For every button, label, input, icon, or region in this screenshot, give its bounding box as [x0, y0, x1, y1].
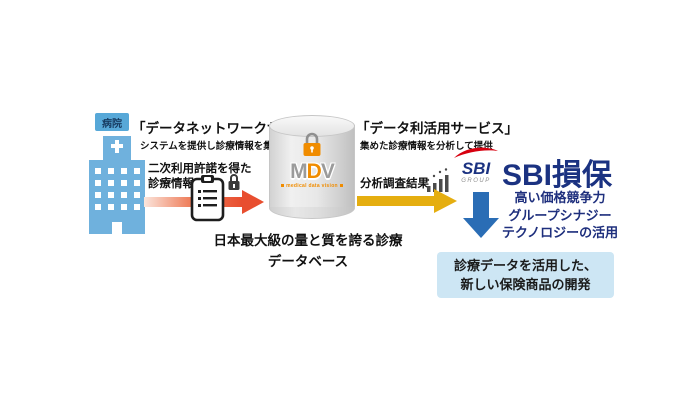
hospital-cross-icon [111, 144, 123, 148]
yellow-flow-arrow [357, 189, 457, 213]
outcome-line1: 診療データを活用した、 [453, 258, 597, 273]
mdv-logo-subtitle: medical data vision [269, 184, 355, 189]
mdv-logo-letters: MDV [290, 160, 335, 183]
hospital-door [112, 222, 122, 234]
strength-item: グループシナジー [508, 207, 612, 223]
analysis-result-label: 分析調査結果 [360, 178, 429, 190]
sbi-logo-text: SBI [461, 159, 491, 178]
strength-item: 高い価格競争力 [514, 190, 606, 205]
mdv-logo: MDV medical data vision [269, 161, 355, 189]
sbi-strengths-list: 高い価格競争力 グループシナジー テクノロジーの活用 [498, 189, 622, 242]
cylinder-top [269, 115, 355, 137]
database-caption-line2: データベース [267, 254, 349, 269]
usage-service-subtitle: 集めた診療情報を分析して提供 [360, 141, 493, 152]
database-lock-icon [303, 132, 321, 156]
sbi-logo-group-text: GROUP [461, 178, 491, 184]
sbi-swoosh-icon [454, 147, 498, 158]
outcome-line2: 新しい保険商品の開発 [460, 277, 591, 292]
hospital-tower [103, 136, 131, 160]
usage-service-title: 「データ利活用サービス」 [356, 121, 518, 136]
outcome-box: 診療データを活用した、 新しい保険商品の開発 [437, 252, 614, 298]
secondary-use-label-line2: 診療情報 [148, 178, 194, 190]
hospital-body [89, 160, 145, 234]
strength-item: テクノロジーの活用 [501, 225, 619, 240]
hospital-badge: 病院 [95, 113, 129, 131]
database-caption-line1: 日本最大級の量と質を誇る診療 [213, 233, 403, 248]
mdv-database-cylinder: MDV medical data vision [269, 115, 355, 219]
sbi-company-name: SBI損保 [502, 159, 613, 192]
blue-down-arrow [463, 192, 499, 238]
secondary-use-label-line1: 二次利用許諾を得た [148, 163, 252, 175]
network-service-subtitle: システムを提供し診療情報を集積 [140, 141, 283, 152]
cylinder-body [269, 125, 355, 207]
sbi-group-logo: SBI GROUP [451, 146, 501, 184]
hospital-building-icon [89, 136, 145, 234]
secondary-use-label: 二次利用許諾を得た 診療情報 [148, 162, 252, 192]
medical-record-clipboard-icon [190, 175, 225, 222]
security-lock-icon [228, 174, 240, 190]
database-caption: 日本最大級の量と質を誇る診療 データベース [198, 230, 418, 272]
analysis-chart-icon [426, 168, 449, 192]
